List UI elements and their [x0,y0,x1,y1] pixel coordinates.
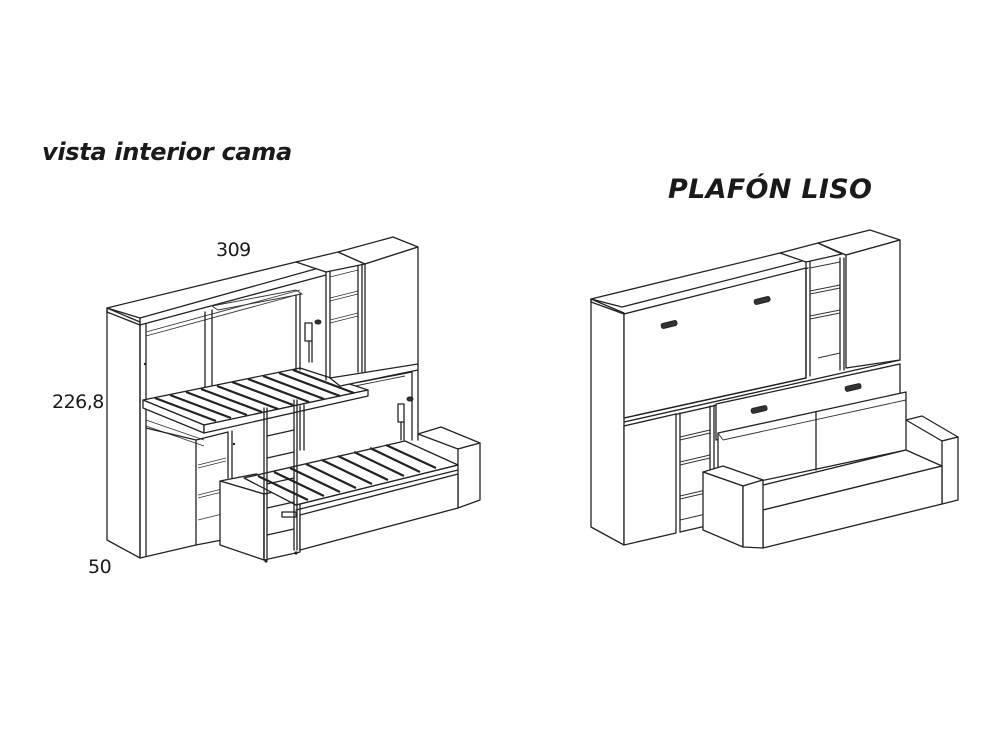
upper-bed-slats [154,368,355,423]
handle-icon [844,383,862,392]
drawing-interior-view [106,236,481,563]
handle-icon [753,296,771,305]
dimension-width: 309 [216,239,251,261]
handle-icon [750,405,768,414]
title-plafon-liso: PLAFÓN LISO [668,174,873,205]
title-interior-view: vista interior cama [42,138,292,166]
dimension-depth: 50 [88,556,112,578]
drawing-plafon-liso [590,229,959,549]
dimension-height: 226,8 [52,391,104,413]
handle-icon [660,320,678,329]
lower-bed-slats [257,444,437,501]
ladder [263,399,298,563]
